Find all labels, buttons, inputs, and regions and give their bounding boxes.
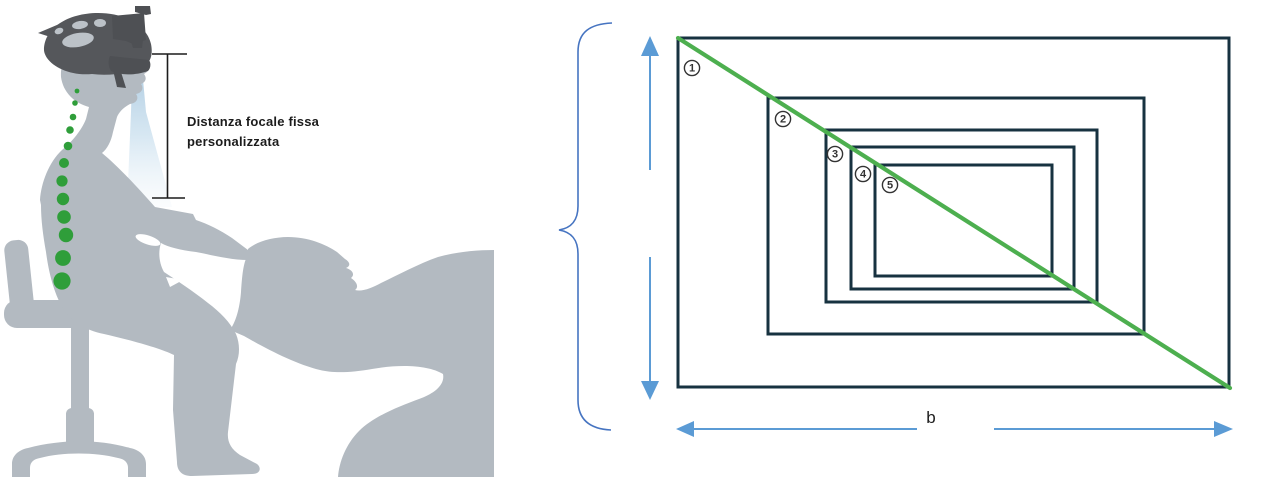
spine-dot bbox=[58, 227, 74, 243]
svg-text:1: 1 bbox=[689, 63, 695, 75]
field-rect-4 bbox=[849, 145, 1076, 291]
nested-rectangles bbox=[676, 36, 1231, 389]
stool-column bbox=[71, 326, 89, 412]
step-marker: 4 bbox=[854, 165, 872, 183]
spine-dot bbox=[63, 141, 73, 151]
step-marker: 3 bbox=[826, 145, 844, 163]
step-markers: 1 2 3 4 5 bbox=[683, 59, 899, 194]
loupe-goggles bbox=[108, 56, 151, 75]
spine-dot bbox=[55, 250, 71, 266]
focal-distance-caption: Distanza focale fissa personalizzata bbox=[187, 112, 319, 151]
diagonal-line bbox=[675, 35, 1233, 391]
stool-base bbox=[12, 441, 146, 477]
step-marker: 2 bbox=[774, 110, 792, 128]
width-label: b bbox=[926, 408, 935, 427]
headset bbox=[38, 6, 152, 88]
field-rect-1 bbox=[676, 36, 1231, 389]
caption-line-2: personalizzata bbox=[187, 133, 280, 149]
height-brace bbox=[558, 22, 613, 431]
step-marker: 1 bbox=[683, 59, 701, 77]
focal-distance-measure bbox=[152, 53, 187, 199]
spine-dot bbox=[57, 210, 71, 224]
lap-gap-cutout bbox=[166, 277, 183, 287]
spine-dot bbox=[66, 126, 74, 134]
spine-dot bbox=[74, 88, 80, 94]
spine-dot bbox=[56, 175, 68, 187]
svg-text:3: 3 bbox=[832, 149, 838, 161]
spine-dot bbox=[53, 272, 71, 290]
svg-text:5: 5 bbox=[887, 180, 893, 192]
svg-text:4: 4 bbox=[860, 169, 867, 181]
clinician-silhouette bbox=[40, 37, 260, 476]
field-rect-3 bbox=[824, 128, 1099, 304]
spine-dot bbox=[56, 192, 70, 206]
spine-dot bbox=[69, 113, 77, 121]
caption-line-1: Distanza focale fissa bbox=[187, 114, 320, 129]
stool-column-collar bbox=[66, 408, 94, 450]
height-arrow bbox=[641, 36, 659, 400]
spine-dot bbox=[59, 158, 69, 168]
magnification-diagram: 1 2 3 4 5 b bbox=[558, 22, 1233, 437]
patient-silhouette bbox=[230, 237, 494, 477]
clinician-illustration bbox=[4, 6, 494, 477]
width-arrow-left bbox=[676, 421, 917, 437]
stool-backrest bbox=[4, 239, 34, 313]
spine-dot bbox=[72, 100, 78, 106]
headlamp-camera-icon bbox=[112, 6, 151, 48]
width-arrow-right bbox=[994, 421, 1233, 437]
step-marker: 5 bbox=[881, 176, 899, 194]
arm-gap-cutout bbox=[135, 234, 161, 246]
goggle-strap bbox=[113, 70, 126, 88]
spine-dots bbox=[53, 88, 80, 290]
field-rect-5 bbox=[873, 163, 1054, 278]
field-rect-2 bbox=[766, 96, 1146, 336]
svg-text:2: 2 bbox=[780, 114, 786, 126]
